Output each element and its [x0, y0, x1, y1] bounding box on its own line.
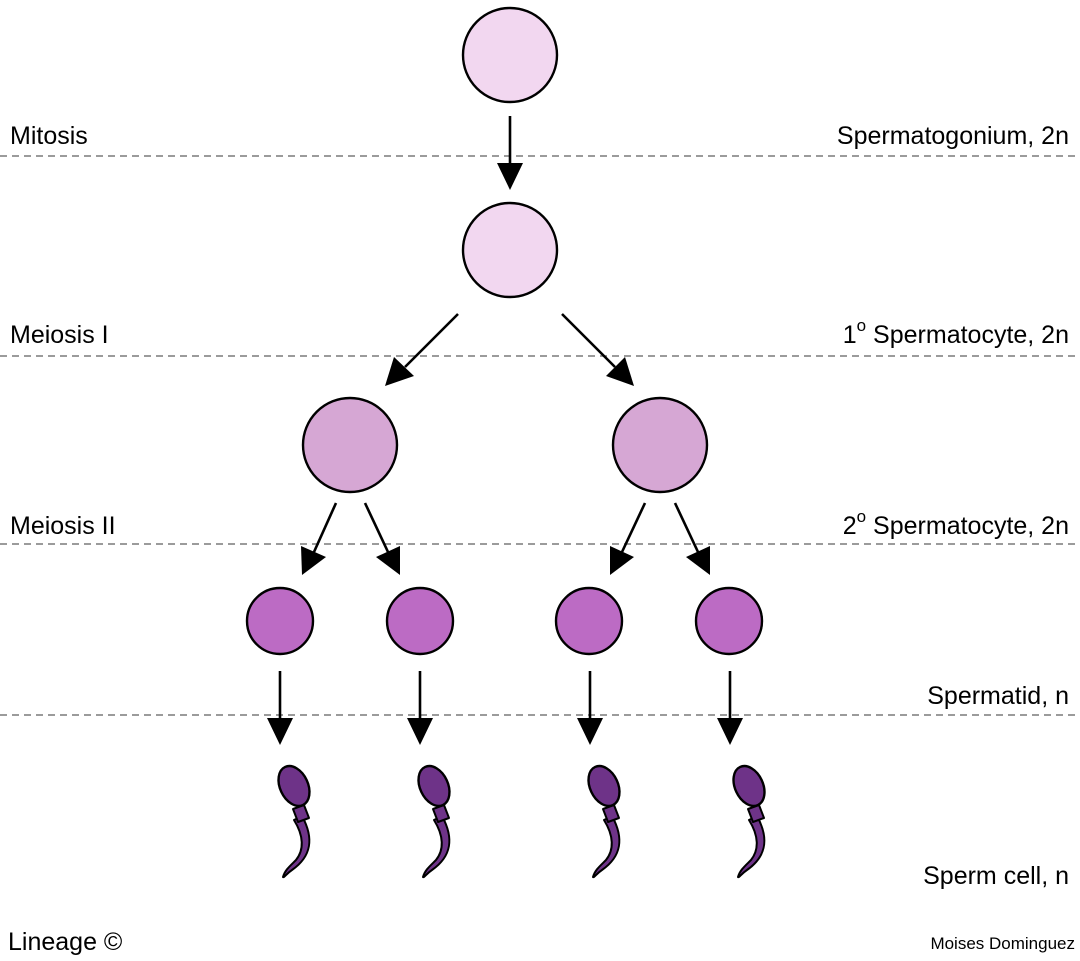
spermatid-cell-2	[385, 586, 455, 656]
secondary-text: Spermatocyte, 2n	[866, 512, 1069, 540]
arrow-spermiogenesis-2	[407, 671, 433, 745]
arrow-meiosis-2-4	[673, 502, 710, 575]
sperm-cell-4	[732, 764, 766, 879]
spermatid-cell-4	[694, 586, 764, 656]
arrow-meiosis-2-2	[363, 502, 400, 575]
sperm-cell-2	[417, 764, 451, 879]
secondary-prefix: 2	[843, 512, 857, 540]
primary-text: Spermatocyte, 2n	[866, 321, 1069, 349]
primary-prefix: 1	[843, 321, 857, 349]
spermatid-cell-3	[554, 586, 624, 656]
cell-label-spermatogonium: Spermatogonium, 2n	[837, 122, 1069, 150]
cell-label-spermatid: Spermatid, n	[927, 682, 1069, 710]
primary-degree: o	[857, 316, 866, 335]
sperm-cell-3	[587, 764, 621, 879]
spermatogonium-cell	[461, 6, 559, 104]
primary-spermatocyte-cell	[461, 201, 559, 299]
arrow-spermiogenesis-1	[267, 671, 293, 745]
arrow-meiosis-1-right	[561, 313, 634, 386]
sperm-cell-1	[277, 764, 311, 879]
secondary-spermatocyte-cell-left	[301, 396, 399, 494]
stage-label-meiosis-1: Meiosis I	[10, 321, 109, 349]
footer-author: Moises Dominguez	[930, 934, 1075, 953]
stage-label-meiosis-2: Meiosis II	[10, 512, 116, 540]
spermatid-cell-1	[245, 586, 315, 656]
stage-label-mitosis: Mitosis	[10, 122, 88, 150]
footer-lineage: Lineage ©	[8, 928, 123, 956]
arrow-mitosis	[497, 116, 523, 190]
cell-label-sperm: Sperm cell, n	[923, 862, 1069, 890]
secondary-degree: o	[857, 507, 866, 526]
secondary-spermatocyte-cell-right	[611, 396, 709, 494]
arrow-meiosis-2-1	[301, 502, 338, 575]
arrow-spermiogenesis-4	[717, 671, 743, 745]
cell-label-primary-spermatocyte: 1o Spermatocyte, 2n	[843, 316, 1069, 349]
arrow-meiosis-2-3	[610, 502, 647, 575]
arrow-meiosis-1-left	[385, 313, 459, 386]
arrow-spermiogenesis-3	[577, 671, 603, 745]
cell-label-secondary-spermatocyte: 2o Spermatocyte, 2n	[843, 507, 1069, 540]
